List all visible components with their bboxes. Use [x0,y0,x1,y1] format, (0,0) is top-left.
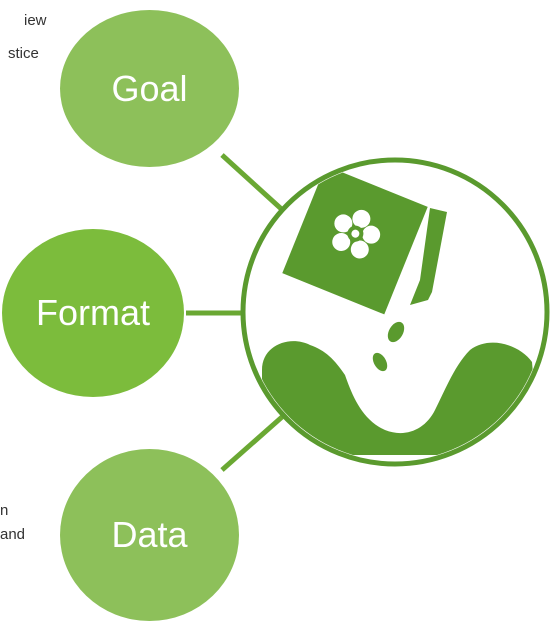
side-text-bottom-line2: and [0,526,26,543]
node-goal-label: Goal [111,67,188,109]
hub-circle [240,157,550,467]
node-goal[interactable]: Goal [60,10,239,167]
node-data[interactable]: Data [60,449,239,621]
node-format-label: Format [35,292,150,333]
connector-goal [220,153,290,217]
node-format[interactable]: Format [2,229,184,397]
side-text-top-line1: iew [24,12,47,29]
seed-packet-planting-icon [262,165,540,455]
side-text-top-line2: stice [8,45,39,62]
side-text-bottom-line1: n [0,502,9,519]
connector-data [220,415,284,472]
node-data-label: Data [111,514,188,555]
